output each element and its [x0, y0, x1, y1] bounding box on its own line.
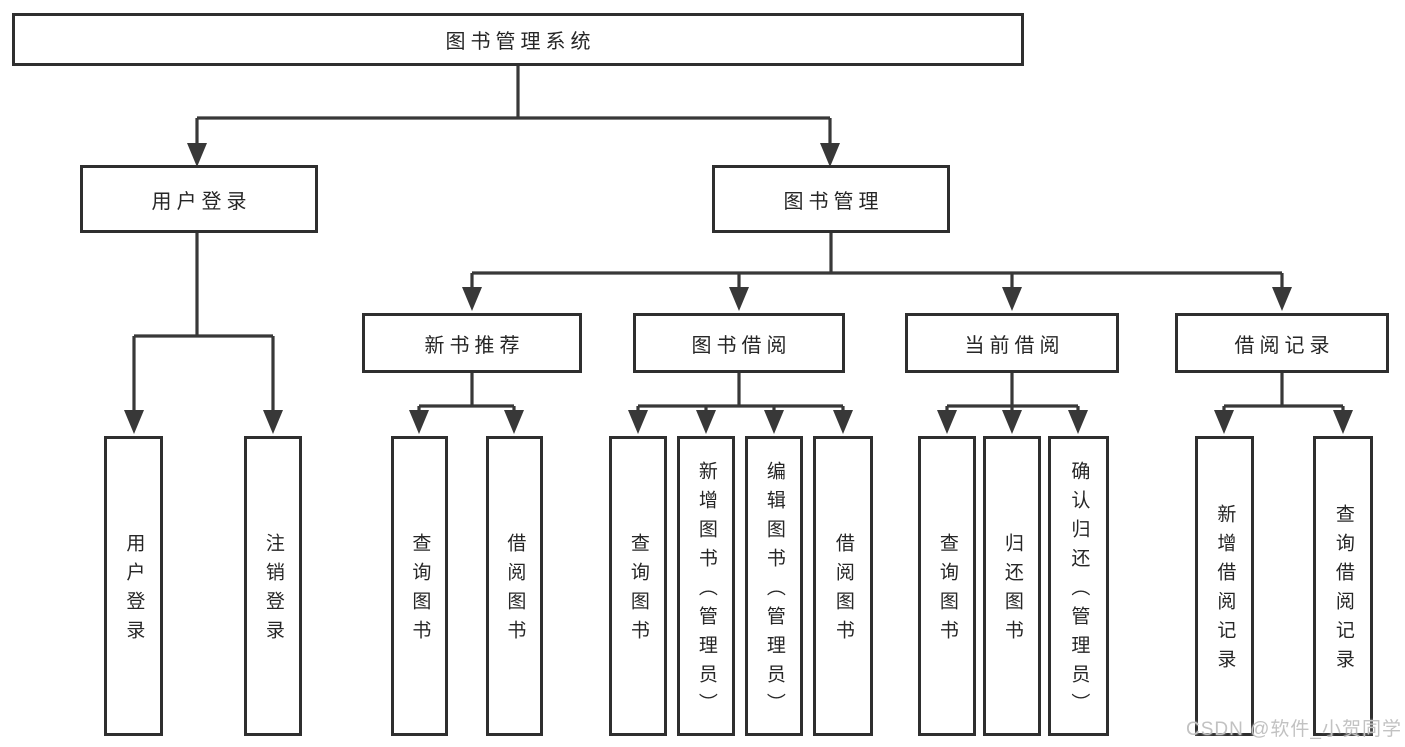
leaf-add-book-admin: 新增图书（管理员）: [677, 436, 735, 736]
leaf-logout: 注销登录: [244, 436, 302, 736]
node-system-root: 图书管理系统: [12, 13, 1024, 66]
leaf-add-borrow-record-label: 新增借阅记录: [1214, 504, 1236, 678]
node-book-management: 图书管理: [712, 165, 950, 233]
leaf-user-login: 用户登录: [104, 436, 163, 736]
leaf-query-books-recommend-label: 查询图书: [409, 533, 431, 649]
connector-user-login: [124, 233, 283, 434]
leaf-borrow-books-borrowing-label: 借阅图书: [832, 533, 854, 649]
node-new-book-recommend-label: 新书推荐: [424, 334, 525, 357]
watermark-text: CSDN @软件_小贺同学: [1186, 719, 1402, 740]
leaf-confirm-return-admin: 确认归还（管理员）: [1048, 436, 1109, 736]
node-borrowing-records: 借阅记录: [1175, 313, 1389, 373]
leaf-query-borrow-record: 查询借阅记录: [1313, 436, 1373, 736]
node-borrowing-records-label: 借阅记录: [1234, 334, 1335, 357]
connector-root: [187, 66, 840, 167]
leaf-user-login-label: 用户登录: [123, 533, 145, 649]
leaf-return-book-label: 归还图书: [1001, 533, 1023, 649]
connector-new-book-recommend: [409, 373, 524, 434]
connector-current-borrowing: [937, 373, 1088, 434]
node-user-login: 用户登录: [80, 165, 318, 233]
leaf-query-books-borrowing: 查询图书: [609, 436, 667, 736]
leaf-query-books-current: 查询图书: [918, 436, 976, 736]
leaf-logout-label: 注销登录: [262, 533, 284, 649]
node-book-borrowing: 图书借阅: [633, 313, 845, 373]
connector-borrowing-records: [1214, 373, 1353, 434]
leaf-add-book-admin-label: 新增图书（管理员）: [695, 460, 717, 722]
leaf-return-book: 归还图书: [983, 436, 1041, 736]
leaf-borrow-books-recommend-label: 借阅图书: [504, 533, 526, 649]
leaf-query-books-recommend: 查询图书: [391, 436, 448, 736]
node-user-login-label: 用户登录: [151, 190, 252, 213]
connector-book-management: [462, 233, 1292, 311]
leaf-borrow-books-borrowing: 借阅图书: [813, 436, 873, 736]
leaf-edit-book-admin: 编辑图书（管理员）: [745, 436, 803, 736]
leaf-confirm-return-admin-label: 确认归还（管理员）: [1068, 460, 1090, 722]
leaf-borrow-books-recommend: 借阅图书: [486, 436, 543, 736]
leaf-query-books-borrowing-label: 查询图书: [627, 533, 649, 649]
leaf-query-books-current-label: 查询图书: [936, 533, 958, 649]
leaf-add-borrow-record: 新增借阅记录: [1195, 436, 1254, 736]
node-system-root-label: 图书管理系统: [445, 31, 596, 53]
leaf-query-borrow-record-label: 查询借阅记录: [1332, 504, 1354, 678]
leaf-edit-book-admin-label: 编辑图书（管理员）: [763, 460, 785, 722]
node-new-book-recommend: 新书推荐: [362, 313, 582, 373]
connector-book-borrowing: [628, 373, 853, 434]
node-book-borrowing-label: 图书借阅: [691, 334, 792, 357]
node-current-borrowing-label: 当前借阅: [964, 334, 1065, 357]
node-book-management-label: 图书管理: [783, 190, 884, 213]
node-current-borrowing: 当前借阅: [905, 313, 1119, 373]
